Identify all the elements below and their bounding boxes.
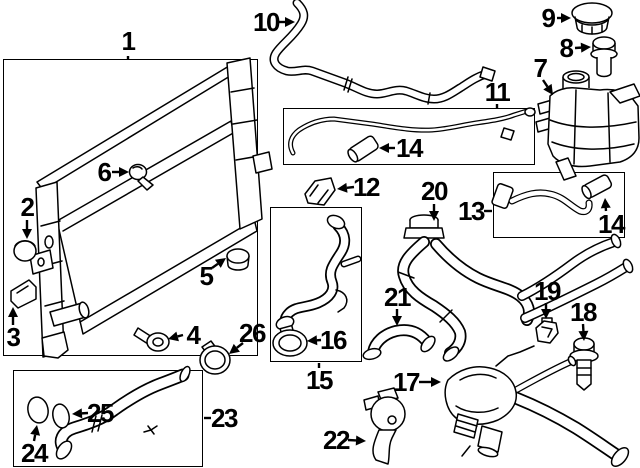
part-12-clip-drawing — [304, 177, 336, 206]
callout-24: 24 — [21, 438, 48, 468]
callout-25: 25 — [87, 398, 114, 428]
part-13-hose-drawing — [491, 183, 593, 216]
arrowhead-26 — [229, 343, 240, 354]
part-5-plug-drawing — [226, 248, 250, 271]
part-21-hose-drawing — [362, 324, 436, 361]
part-18-bolt-drawing — [569, 337, 599, 391]
callout-5: 5 — [199, 261, 214, 291]
part-22-bracket-drawing — [363, 387, 406, 465]
arrowhead-22 — [355, 435, 366, 446]
leader-line-26 — [236, 342, 244, 349]
part-23-hose-drawing — [54, 365, 191, 460]
arrowhead-14a — [379, 143, 389, 153]
arrowhead-10 — [285, 17, 295, 27]
callout-8: 8 — [559, 33, 574, 63]
callout-11: 11 — [484, 77, 511, 107]
group-box-11 — [283, 108, 535, 165]
arrowhead-6 — [119, 167, 129, 177]
leader-line-7 — [542, 79, 549, 88]
part-9-cap-drawing — [571, 2, 613, 35]
arrowhead-5 — [214, 258, 226, 268]
arrowhead-20 — [429, 211, 439, 221]
arrowhead-25 — [72, 408, 83, 419]
callout-15: 15 — [306, 365, 333, 395]
part-14-connector-drawing-2 — [581, 174, 613, 200]
part-2-plug-drawing — [13, 240, 37, 262]
arrowhead-18 — [578, 330, 589, 341]
arrowhead-19 — [541, 309, 551, 319]
part-16-clamp-drawing — [272, 324, 308, 357]
leader-line-24 — [32, 434, 37, 442]
callout-12: 12 — [353, 172, 380, 202]
callout-26: 26 — [239, 318, 266, 348]
callout-16: 16 — [320, 325, 347, 355]
part-19-sensor-drawing — [535, 317, 559, 344]
arrowhead-4 — [168, 331, 179, 342]
part-26-clamp-drawing — [199, 340, 231, 375]
leader-line-12 — [346, 185, 355, 190]
part-14-connector-drawing — [347, 135, 379, 163]
callout-9: 9 — [541, 3, 556, 33]
arrowhead-12 — [337, 182, 348, 193]
part-10-hose-drawing — [269, 0, 496, 105]
part-7-reservoir-drawing — [535, 70, 640, 181]
part-4-bolt-drawing — [133, 327, 170, 352]
arrowhead-21 — [392, 316, 402, 326]
arrowhead-24 — [30, 425, 41, 436]
callout-17: 17 — [393, 367, 420, 397]
group-box-23 — [13, 370, 203, 467]
part-8-bolt-drawing — [590, 36, 618, 78]
arrowhead-16 — [307, 335, 318, 346]
callout-18: 18 — [570, 297, 597, 327]
callout-2: 2 — [20, 192, 35, 222]
arrowhead-14b — [600, 198, 611, 209]
part-6-drain-plug-drawing — [128, 163, 154, 191]
callout-13: 13 — [458, 196, 485, 226]
callout-6: 6 — [97, 157, 112, 187]
callout-3: 3 — [6, 322, 21, 352]
leader-line-5 — [211, 262, 219, 269]
callout-14b: 14 — [598, 209, 625, 239]
arrowhead-3 — [8, 307, 18, 317]
callout-23: 23 — [211, 403, 238, 433]
arrowhead-2 — [22, 229, 32, 239]
callout-4: 4 — [186, 320, 201, 350]
callout-22: 22 — [323, 425, 350, 455]
arrowhead-17 — [431, 377, 441, 387]
callout-7: 7 — [533, 53, 548, 83]
arrowhead-9 — [561, 13, 571, 23]
callout-21: 21 — [384, 282, 411, 312]
arrowhead-8 — [580, 42, 591, 53]
part-17-outlet-assembly-drawing — [444, 345, 630, 468]
part-25-oring-drawing — [52, 403, 70, 429]
part-15-hose-drawing — [275, 214, 362, 331]
arrowhead-7 — [543, 83, 553, 95]
part-24-oring-drawing — [27, 396, 49, 424]
part-3-bracket-drawing — [10, 279, 37, 309]
callout-19: 19 — [534, 276, 561, 306]
callout-10: 10 — [253, 7, 280, 37]
leader-line-4 — [177, 333, 184, 338]
part-11-tube-drawing — [288, 107, 536, 156]
callout-1: 1 — [121, 26, 136, 56]
group-box-15 — [270, 207, 362, 362]
callout-20: 20 — [421, 176, 448, 206]
callout-14a: 14 — [396, 133, 423, 163]
